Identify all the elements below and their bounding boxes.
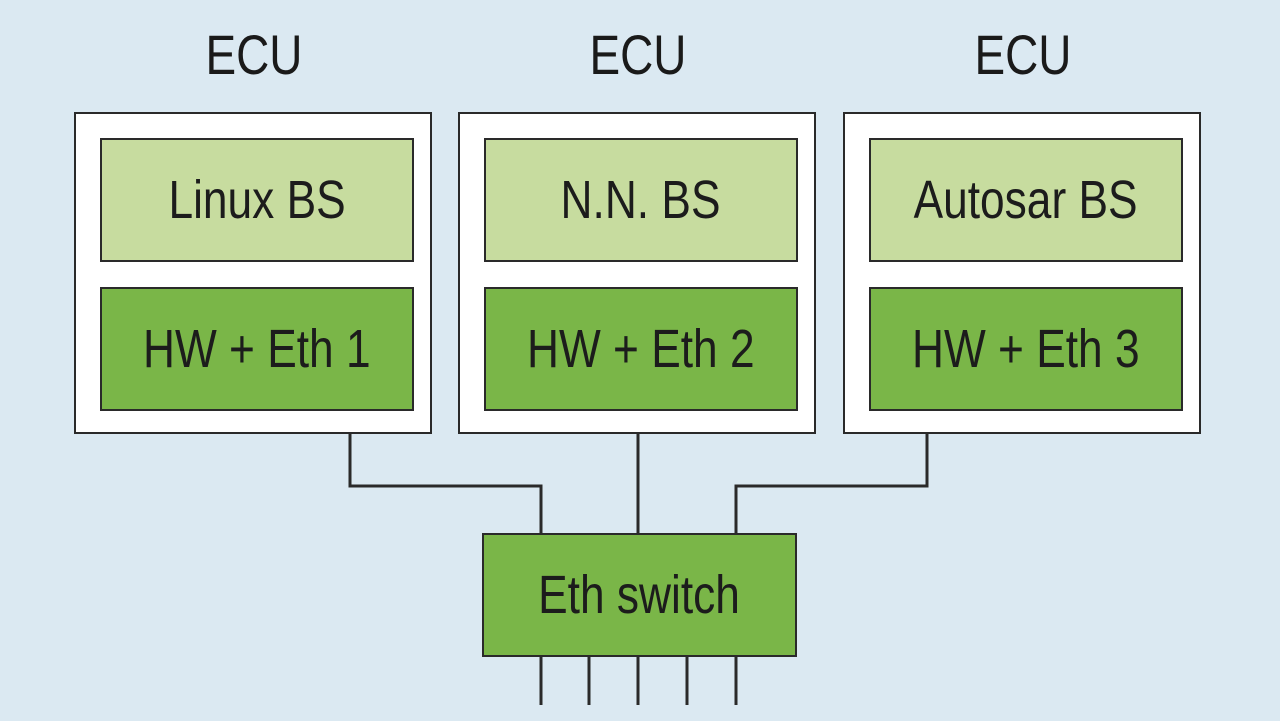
hw-label-3: HW + Eth 3 [912,319,1140,379]
hw-label-1: HW + Eth 1 [143,319,371,379]
ecu-box-3: Autosar BS HW + Eth 3 [843,112,1201,434]
hw-label-2: HW + Eth 2 [527,319,755,379]
os-label-1: Linux BS [168,170,346,230]
eth-switch-block: Eth switch [482,533,797,657]
os-label-3: Autosar BS [914,170,1138,230]
ecu-box-1: Linux BS HW + Eth 1 [74,112,432,434]
os-block-2: N.N. BS [484,138,798,262]
os-block-1: Linux BS [100,138,414,262]
ecu-title-1: ECU [205,23,303,86]
ecu-box-2: N.N. BS HW + Eth 2 [458,112,816,434]
ecu-title-3: ECU [974,23,1072,86]
hw-block-1: HW + Eth 1 [100,287,414,411]
hw-block-2: HW + Eth 2 [484,287,798,411]
os-label-2: N.N. BS [561,170,721,230]
eth-switch-label: Eth switch [538,565,741,625]
os-block-3: Autosar BS [869,138,1183,262]
link-ecu1-switch [348,434,543,533]
ecu-title-2: ECU [589,23,687,86]
link-ecu3-switch [734,434,929,533]
hw-block-3: HW + Eth 3 [869,287,1183,411]
